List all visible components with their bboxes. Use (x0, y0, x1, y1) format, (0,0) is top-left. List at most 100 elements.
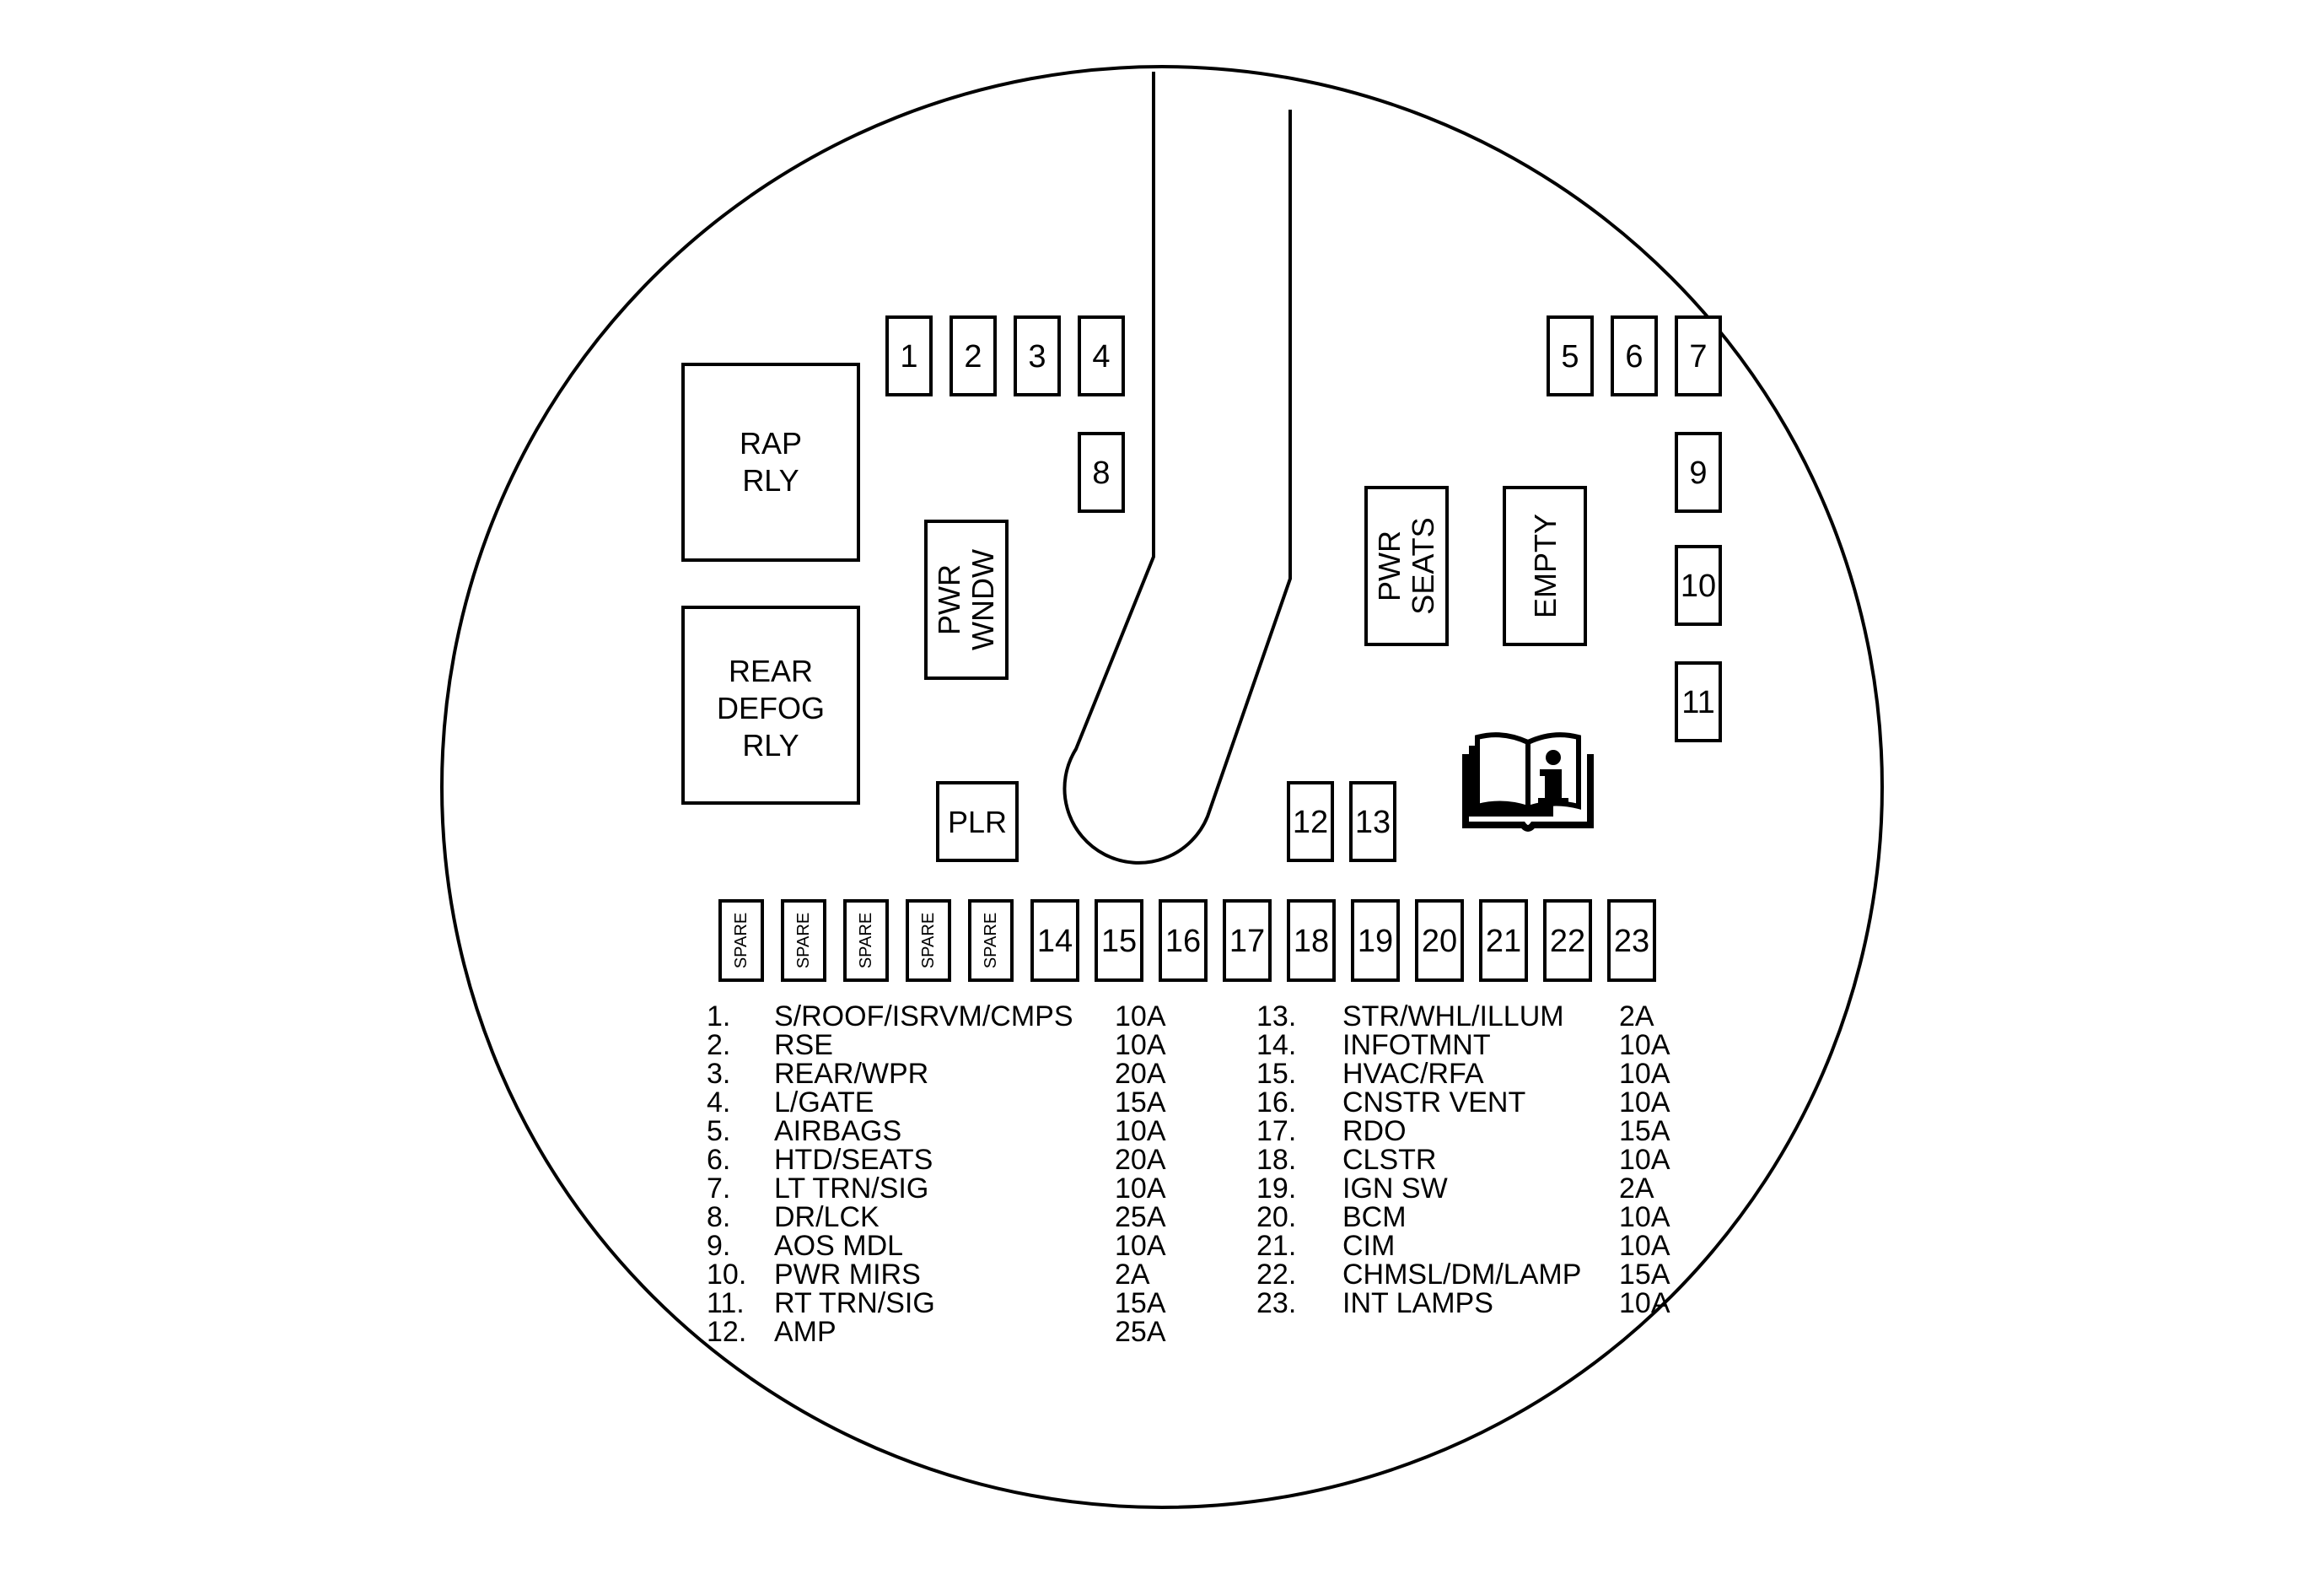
legend-num: 13. (1256, 1000, 1296, 1032)
legend-amp: 10A (1619, 1144, 1670, 1176)
legend-num: 17. (1256, 1115, 1296, 1147)
fuse-13[interactable]: 13 (1349, 781, 1396, 862)
relay-label-line: RAP (740, 426, 802, 461)
fuse-10[interactable]: 10 (1675, 545, 1722, 626)
relay-rear-defog-rly[interactable]: REAR DEFOG RLY (681, 606, 860, 805)
legend-num: 15. (1256, 1058, 1296, 1090)
owner-manual-info-icon (1462, 732, 1594, 832)
fuse-4[interactable]: 4 (1078, 315, 1125, 396)
legend-name: REAR/WPR (774, 1058, 928, 1090)
legend-num: 4. (707, 1086, 730, 1119)
fuse-number: 9 (1689, 455, 1707, 491)
fuse-19[interactable]: 19 (1351, 899, 1400, 982)
fuse-1[interactable]: 1 (885, 315, 933, 396)
spare-fuse[interactable]: SPARE (781, 899, 826, 982)
fuse-number: 22 (1550, 924, 1585, 959)
legend-num: 3. (707, 1058, 730, 1090)
legend-name: RSE (774, 1029, 833, 1061)
fuse-number: 4 (1092, 339, 1110, 375)
legend-num: 19. (1256, 1172, 1296, 1205)
fuse-number: 18 (1294, 924, 1329, 959)
fuse-22[interactable]: 22 (1543, 899, 1592, 982)
legend-name: BCM (1342, 1201, 1407, 1233)
legend-num: 8. (707, 1201, 730, 1233)
fuse-number: 10 (1681, 569, 1716, 604)
fuse-number: 17 (1229, 924, 1265, 959)
legend-amp: 10A (1619, 1029, 1670, 1061)
fuse-number: 14 (1037, 924, 1073, 959)
fuse-number: 16 (1165, 924, 1201, 959)
relay-rap-rly[interactable]: RAP RLY (681, 363, 860, 562)
fuse-11[interactable]: 11 (1675, 661, 1722, 742)
fuse-number: 23 (1614, 924, 1649, 959)
legend-name: AOS MDL (774, 1230, 903, 1262)
fuse-number: 15 (1101, 924, 1137, 959)
legend-amp: 2A (1619, 1000, 1654, 1032)
legend-amp: 20A (1115, 1058, 1166, 1090)
relay-label: EMPTY (1528, 514, 1563, 618)
fuse-5[interactable]: 5 (1547, 315, 1594, 396)
spare-label: SPARE (982, 913, 1000, 968)
legend-amp: 2A (1619, 1172, 1654, 1205)
relay-pwr-wndw[interactable]: PWR WNDW (924, 520, 1009, 680)
relay-label-line: WNDW (966, 549, 1000, 650)
legend-name: RDO (1342, 1115, 1407, 1147)
fuse-7[interactable]: 7 (1675, 315, 1722, 396)
legend-row: 3. REAR/WPR 20A (707, 1058, 1166, 1090)
relay-empty[interactable]: EMPTY (1503, 486, 1587, 646)
fuse-3[interactable]: 3 (1014, 315, 1061, 396)
fuse-17[interactable]: 17 (1223, 899, 1272, 982)
legend-amp: 10A (1115, 1115, 1166, 1147)
legend-name: CNSTR VENT (1342, 1086, 1525, 1119)
spare-label: SPARE (794, 913, 813, 968)
relay-plr[interactable]: PLR (936, 781, 1019, 862)
legend-amp: 25A (1115, 1201, 1166, 1233)
legend-num: 16. (1256, 1086, 1296, 1119)
fuse-2[interactable]: 2 (950, 315, 997, 396)
legend-num: 6. (707, 1144, 730, 1176)
legend-amp: 10A (1619, 1230, 1670, 1262)
spare-fuse[interactable]: SPARE (906, 899, 951, 982)
relay-label-line: RLY (742, 463, 799, 498)
fuse-23[interactable]: 23 (1607, 899, 1656, 982)
fuse-15[interactable]: 15 (1095, 899, 1143, 982)
legend-name: AIRBAGS (774, 1115, 901, 1147)
legend-num: 12. (707, 1316, 746, 1348)
spare-fuse[interactable]: SPARE (968, 899, 1014, 982)
fuse-21[interactable]: 21 (1479, 899, 1528, 982)
relay-label: PLR (948, 805, 1007, 839)
legend-num: 22. (1256, 1259, 1296, 1291)
relay-label-line: REAR (729, 654, 813, 688)
legend-name: PWR MIRS (774, 1259, 921, 1291)
relay-pwr-seats[interactable]: PWR SEATS (1364, 486, 1449, 646)
legend-amp: 20A (1115, 1144, 1166, 1176)
fuse-12[interactable]: 12 (1287, 781, 1334, 862)
fuse-6[interactable]: 6 (1611, 315, 1658, 396)
legend-name: INFOTMNT (1342, 1029, 1491, 1061)
fuse-20[interactable]: 20 (1415, 899, 1464, 982)
fuse-9[interactable]: 9 (1675, 432, 1722, 513)
fuse-8[interactable]: 8 (1078, 432, 1125, 513)
legend-name: S/ROOF/ISRVM/CMPS (774, 1000, 1073, 1032)
fuse-number: 13 (1355, 805, 1391, 840)
legend-name: L/GATE (774, 1086, 874, 1119)
fuse-14[interactable]: 14 (1030, 899, 1079, 982)
fuse-16[interactable]: 16 (1159, 899, 1208, 982)
spare-fuse[interactable]: SPARE (718, 899, 764, 982)
fuse-number: 1 (900, 339, 917, 375)
spare-fuse[interactable]: SPARE (843, 899, 889, 982)
legend-amp: 15A (1619, 1259, 1670, 1291)
fuse-18[interactable]: 18 (1287, 899, 1336, 982)
fuse-block-outline (440, 65, 1884, 1509)
fuse-number: 8 (1092, 455, 1110, 491)
legend-num: 18. (1256, 1144, 1296, 1176)
